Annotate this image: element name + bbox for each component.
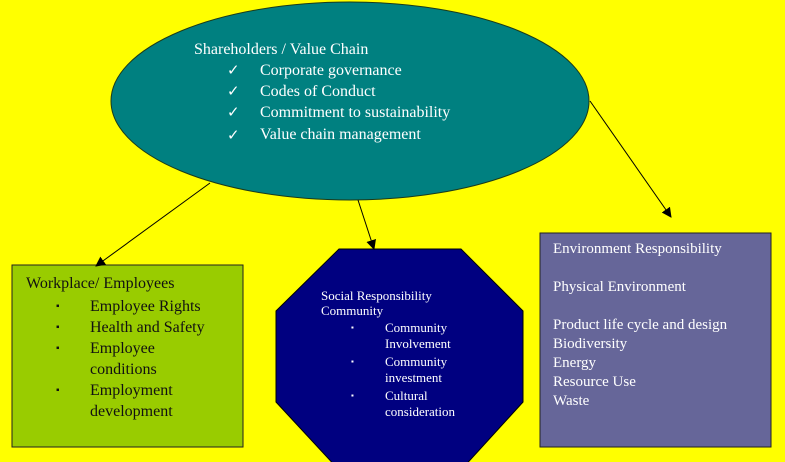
shareholders-title: Shareholders / Value Chain	[194, 41, 369, 58]
shareholders-list: ✓Corporate governance ✓Codes of Conduct …	[227, 60, 450, 147]
social-list: ▪Community Involvement ▪Community invest…	[351, 320, 491, 422]
arrow-to-social	[357, 199, 376, 250]
square-bullet-icon: ▪	[56, 385, 60, 396]
checkmark-icon: ✓	[227, 127, 240, 144]
social-title: Social Responsibility Community	[321, 288, 432, 318]
square-bullet-icon: ▪	[56, 343, 60, 354]
list-item: ▪Employment development	[56, 382, 173, 420]
environment-title: Environment Responsibility	[553, 241, 722, 257]
list-item: Biodiversity	[553, 336, 628, 352]
arrow-to-environment	[589, 100, 672, 218]
checkmark-icon: ✓	[227, 63, 240, 79]
workplace-title: Workplace/ Employees	[26, 275, 175, 292]
environment-subtitle: Physical Environment	[553, 279, 686, 295]
arrow-to-workplace	[95, 182, 211, 267]
list-item: ✓Codes of Conduct	[227, 82, 376, 101]
list-item: ✓Value chain management	[227, 126, 421, 144]
environment-text: Environment Responsibility Physical Envi…	[553, 240, 727, 411]
list-item: ▪Community Involvement	[351, 320, 451, 351]
workplace-list: ▪Employee Rights ▪Health and Safety ▪Emp…	[56, 296, 236, 422]
environment-box	[539, 232, 772, 448]
list-item: ▪Community investment	[351, 354, 448, 385]
square-bullet-icon: ▪	[351, 323, 354, 332]
list-item: ▪Employee conditions	[56, 340, 157, 378]
list-item: Resource Use	[553, 374, 636, 390]
square-bullet-icon: ▪	[56, 322, 60, 333]
list-item: ▪Cultural consideration	[351, 388, 456, 419]
list-item: ▪Health and Safety	[56, 319, 205, 336]
list-item: Product life cycle and design	[553, 317, 728, 333]
list-item: ▪Employee Rights	[56, 298, 201, 315]
square-bullet-icon: ▪	[351, 357, 354, 366]
workplace-box	[11, 264, 244, 448]
social-octagon	[275, 248, 524, 462]
list-item: Waste	[553, 393, 590, 409]
list-item: ✓Corporate governance	[227, 61, 402, 80]
list-item: ✓Commitment to sustainability	[227, 103, 451, 122]
shareholders-ellipse	[110, 1, 590, 201]
list-item: Energy	[553, 355, 597, 371]
square-bullet-icon: ▪	[56, 301, 60, 312]
checkmark-icon: ✓	[227, 105, 240, 121]
square-bullet-icon: ▪	[351, 391, 354, 400]
checkmark-icon: ✓	[227, 84, 240, 100]
